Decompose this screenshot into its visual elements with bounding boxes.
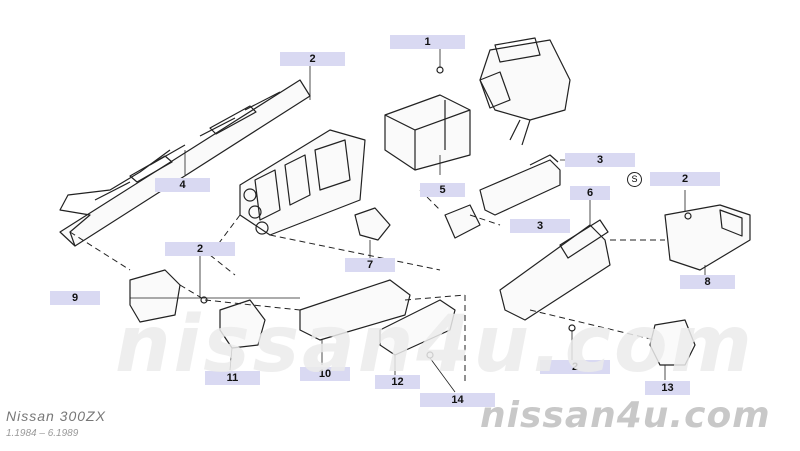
leader-lines xyxy=(130,48,706,393)
circle-s-mark: S xyxy=(627,172,642,187)
center-vent-assembly xyxy=(239,129,366,236)
callout-1: 1 xyxy=(390,35,465,49)
callout-3-upper: 3 xyxy=(565,153,635,167)
callout-5: 5 xyxy=(420,183,465,197)
callout-14: 14 xyxy=(420,393,495,407)
watermark-small: nissan4u.com xyxy=(480,395,771,436)
callout-2-right: 2 xyxy=(650,172,720,186)
part-11-vent xyxy=(219,299,266,349)
callout-9: 9 xyxy=(50,291,100,305)
callout-6: 6 xyxy=(570,186,610,200)
callout-2-top: 2 xyxy=(280,52,345,66)
callout-11: 11 xyxy=(205,371,260,385)
callout-10: 10 xyxy=(300,367,350,381)
part-10-lower-duct xyxy=(299,279,411,341)
callout-4: 4 xyxy=(155,178,210,192)
part-5-duct xyxy=(384,94,471,171)
callout-3-lower: 3 xyxy=(510,219,570,233)
part-8-side-vent xyxy=(664,204,751,271)
part-9-vent xyxy=(129,269,208,323)
callout-2-bottom: 2 xyxy=(540,360,610,374)
part-1-heater-unit xyxy=(436,37,571,146)
callout-8: 8 xyxy=(680,275,735,289)
part-7-bracket xyxy=(354,207,391,241)
model-dates: 1.1984 – 6.1989 xyxy=(6,428,79,439)
callout-13: 13 xyxy=(645,381,690,395)
part-3-side-duct xyxy=(444,154,561,239)
watermark-large: nissan4u.com xyxy=(115,300,755,390)
part-13-vent xyxy=(568,319,696,366)
model-name: Nissan 300ZX xyxy=(6,408,106,424)
callout-7: 7 xyxy=(345,258,395,272)
callout-12: 12 xyxy=(375,375,420,389)
callout-2-left: 2 xyxy=(165,242,235,256)
